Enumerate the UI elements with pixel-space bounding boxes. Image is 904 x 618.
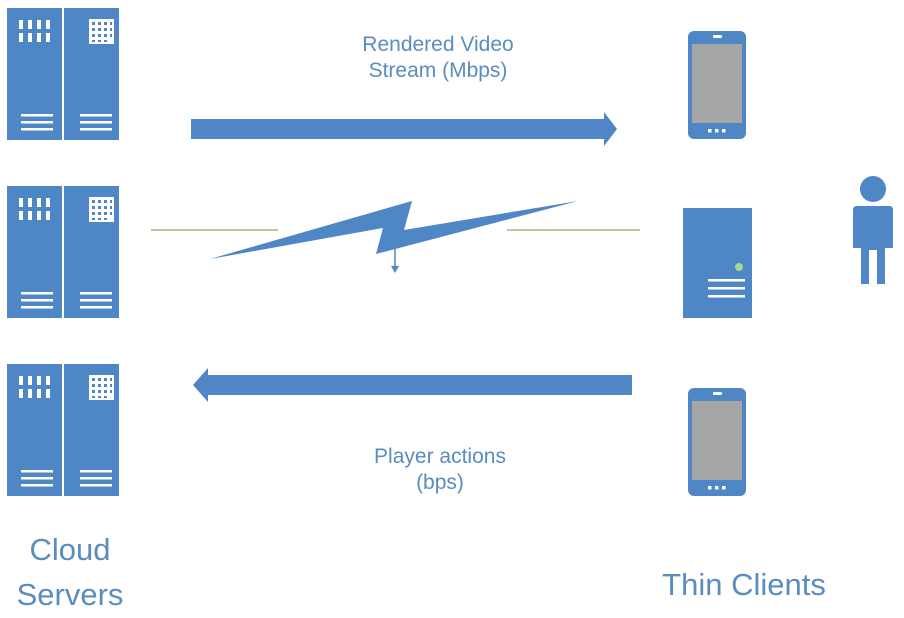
cloud-servers-label-line1: Cloud: [29, 532, 111, 567]
lightning-bolt-icon: [210, 201, 578, 259]
player-actions-label: Player actions (bps): [330, 444, 550, 497]
cloud-servers-label-line2: Servers: [16, 576, 124, 612]
cloud-server-rack-middle-icon: [7, 186, 119, 318]
user-icon: [853, 176, 893, 284]
video-stream-label-line1: Rendered Video: [362, 33, 514, 56]
thin-client-phone-bottom-icon: [688, 388, 746, 496]
cloud-servers-label: Cloud Servers: [2, 528, 138, 618]
thin-client-phone-top-icon: [688, 31, 746, 139]
video-stream-label: Rendered Video Stream (Mbps): [318, 32, 558, 85]
video-stream-arrow: [191, 112, 617, 146]
player-actions-label-line2: (bps): [416, 471, 464, 495]
cloud-server-rack-top-icon: [7, 8, 119, 140]
video-stream-label-line2: Stream (Mbps): [368, 59, 508, 83]
thin-client-desktop-icon: [683, 208, 752, 318]
cloud-server-rack-bottom-icon: [7, 364, 119, 496]
lightning-arrow-down-icon: [391, 241, 399, 273]
thin-clients-label: Thin Clients: [662, 567, 826, 602]
player-actions-label-line1: Player actions: [374, 445, 506, 468]
player-actions-arrow: [193, 368, 632, 402]
